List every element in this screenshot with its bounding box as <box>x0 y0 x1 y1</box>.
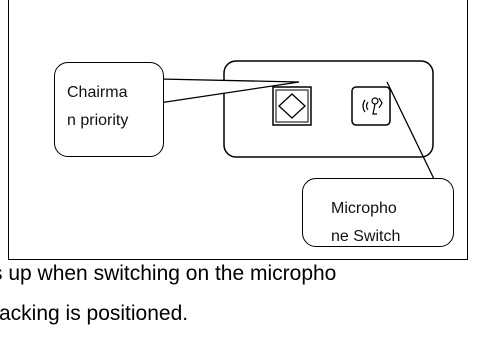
callout-chair-line1: Chairma <box>67 84 128 101</box>
callout-mic-line1: Micropho <box>331 200 397 217</box>
device-diagram <box>158 60 436 182</box>
microphone-switch-button[interactable] <box>351 86 391 126</box>
body-text-line-1: s up when switching on the micropho <box>0 262 337 285</box>
figure-frame: Chairma n priority Micropho ne Switch <box>8 0 468 260</box>
priority-button[interactable] <box>272 86 312 126</box>
microphone-switch-callout: Micropho ne Switch <box>302 178 454 247</box>
chairman-leader <box>158 78 300 104</box>
callout-mic-line2: ne Switch <box>331 228 401 245</box>
chairman-priority-callout: Chairma n priority <box>54 62 164 157</box>
diamond-icon <box>278 93 306 119</box>
microphone-icon <box>362 97 383 115</box>
device-panel <box>223 60 434 158</box>
microphone-leader <box>386 81 436 182</box>
callout-chair-line2: n priority <box>67 112 129 129</box>
body-text-line-2: racking is positioned. <box>0 302 189 325</box>
